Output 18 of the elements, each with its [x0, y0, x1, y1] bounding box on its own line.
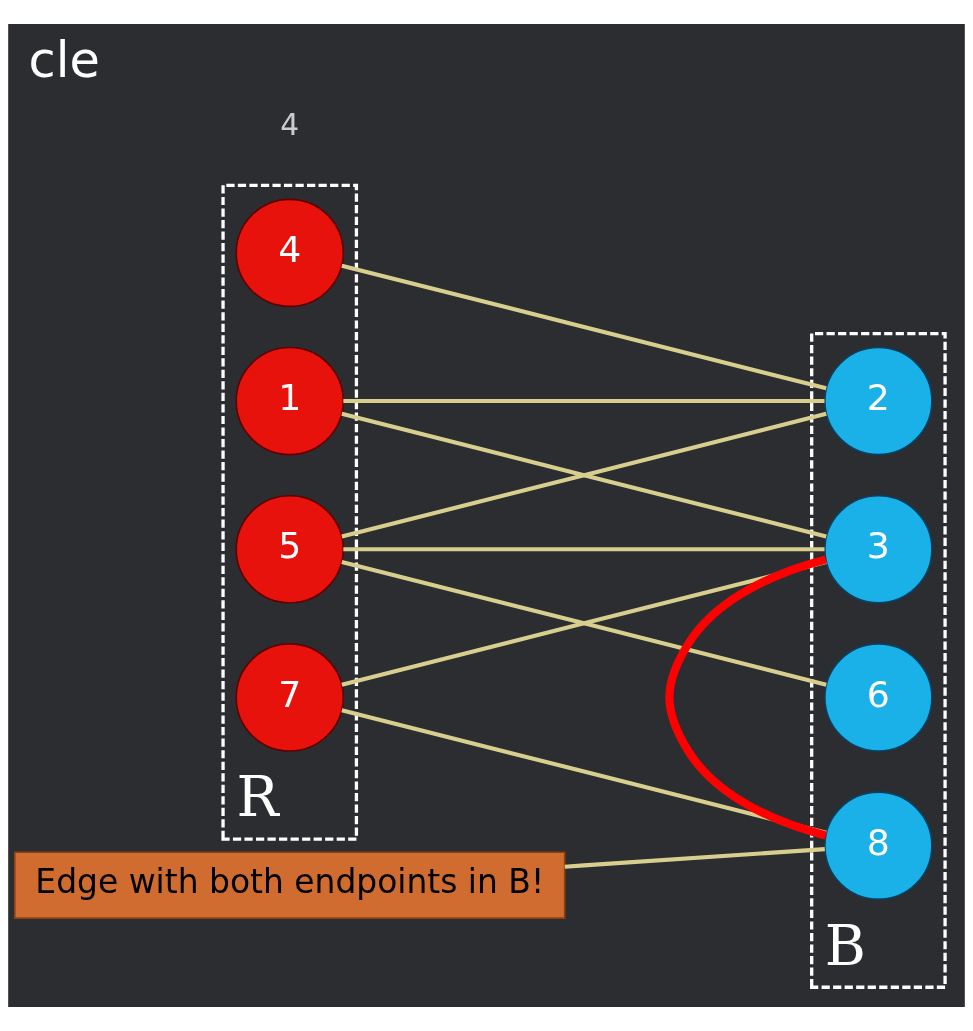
label: 4 [280, 106, 300, 142]
connector [343, 399, 825, 404]
connector [341, 560, 827, 687]
node-circle: 2 [824, 346, 933, 456]
connector [564, 847, 825, 869]
connector [341, 411, 827, 539]
node-circle: 4 [235, 198, 345, 308]
connector [341, 263, 827, 391]
connector [665, 555, 827, 840]
node-circle: 5 [235, 494, 345, 604]
node-circle: 6 [824, 643, 933, 752]
node-circle: 1 [235, 346, 345, 456]
diagram-title: cle [28, 30, 100, 89]
node-box: Edge with both endpoints in B! [13, 851, 566, 919]
node-circle: 7 [235, 643, 345, 752]
node-circle: 8 [824, 791, 933, 900]
node-circle: 3 [824, 494, 933, 604]
connector [343, 547, 825, 552]
